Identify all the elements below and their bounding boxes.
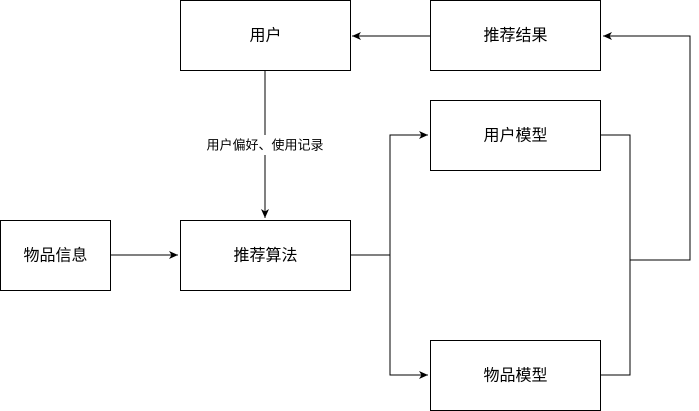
node-user-model-label: 用户模型 [483, 126, 547, 145]
edge-algorithm-to-usermodel [350, 131, 428, 256]
node-recommend-result: 推荐结果 [430, 0, 601, 71]
edge-usermodel-to-result [600, 32, 691, 261]
edge-itemmodel-to-merge [600, 260, 631, 376]
node-recommend-algorithm: 推荐算法 [180, 220, 351, 291]
node-item-info: 物品信息 [0, 220, 111, 291]
node-item-info-label: 物品信息 [23, 246, 87, 265]
node-user-label: 用户 [249, 26, 281, 45]
node-item-model: 物品模型 [430, 340, 601, 411]
node-user-model: 用户模型 [430, 100, 601, 171]
node-recommend-algorithm-label: 推荐算法 [233, 246, 297, 265]
edge-label-user-preference: 用户偏好、使用记录 [206, 138, 323, 154]
edge-label-group: 用户偏好、使用记录 [196, 135, 336, 155]
edge-label-background [196, 135, 336, 155]
edge-algorithm-to-itemmodel [389, 255, 428, 379]
node-item-info-box [0, 220, 111, 291]
node-item-model-label: 物品模型 [483, 366, 547, 385]
edges [110, 32, 691, 379]
node-user-box [180, 0, 351, 71]
node-user: 用户 [180, 0, 351, 71]
node-user-model-box [430, 100, 601, 171]
node-recommend-result-box [430, 0, 601, 71]
node-recommend-result-label: 推荐结果 [483, 26, 547, 45]
node-recommend-algorithm-box [180, 220, 351, 291]
